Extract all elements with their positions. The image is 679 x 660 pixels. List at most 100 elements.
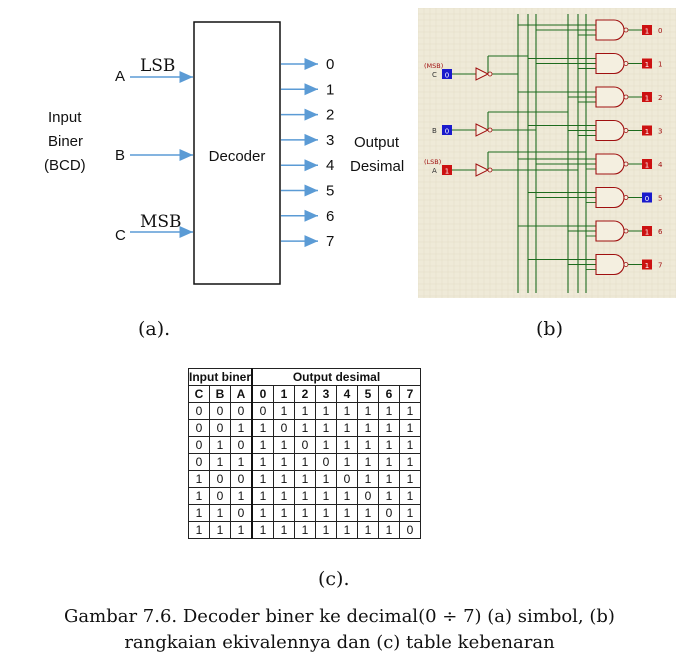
table-cell: 1 (378, 436, 400, 454)
schematic-input-value-0: 0 (445, 72, 449, 80)
table-cell: 0 (273, 419, 295, 437)
table-cell: 1 (336, 453, 358, 471)
input-a-tag: LSB (140, 56, 175, 76)
column-header-5: 5 (357, 385, 379, 403)
input-c-tag: MSB (140, 212, 182, 232)
column-header-6: 6 (378, 385, 400, 403)
table-cell: 1 (230, 419, 253, 437)
table-cell: 0 (230, 402, 253, 420)
output-probe-value-4: 1 (645, 162, 649, 170)
table-cell: 1 (273, 470, 295, 488)
nand-gate-7 (595, 253, 625, 276)
column-header-A: A (230, 385, 253, 403)
schematic-input-name-1: B (432, 127, 437, 135)
output-probe-value-3: 1 (645, 128, 649, 136)
table-cell: 1 (294, 453, 316, 471)
table-cell: 1 (209, 504, 231, 522)
output-label-line1: Output (354, 134, 400, 151)
table-cell: 0 (230, 436, 253, 454)
table-cell: 1 (188, 504, 210, 522)
table-cell: 0 (230, 504, 253, 522)
table-cell: 1 (336, 436, 358, 454)
inverter-1 (475, 123, 490, 137)
table-cell: 0 (378, 504, 400, 522)
output-label-0: 0 (326, 56, 334, 73)
table-cell: 1 (357, 504, 379, 522)
table-cell: 0 (209, 487, 231, 505)
decoder-block-label: Decoder (209, 148, 266, 165)
truth-table-group-header: Input biner Output desimal (188, 368, 421, 386)
figure-caption-line2: rangkaian ekivalennya dan (c) table kebe… (124, 632, 555, 653)
group-header-input: Input biner (188, 368, 253, 386)
schematic-input-switch-1 (442, 125, 452, 135)
output-label-3: 3 (326, 132, 334, 149)
table-cell: 0 (336, 470, 358, 488)
schematic-background (418, 8, 676, 298)
output-probe-label-6: 6 (658, 228, 663, 236)
input-label-line1: Input (48, 109, 82, 126)
table-cell: 1 (378, 419, 400, 437)
table-cell: 1 (251, 453, 274, 471)
output-probe-value-5: 0 (645, 195, 649, 203)
table-cell: 1 (357, 402, 379, 420)
output-probe-7 (642, 259, 652, 270)
table-cell: 1 (294, 487, 316, 505)
table-cell: 1 (399, 419, 421, 437)
decoder-symbol-diagram: Input Biner (BCD) A B C LSB MSB Decoder … (44, 21, 404, 285)
table-cell: 1 (230, 487, 253, 505)
column-header-3: 3 (315, 385, 337, 403)
table-cell: 0 (315, 453, 337, 471)
table-cell: 1 (273, 487, 295, 505)
table-cell: 1 (209, 453, 231, 471)
column-header-C: C (188, 385, 210, 403)
column-header-7: 7 (399, 385, 421, 403)
table-cell: 1 (357, 419, 379, 437)
table-cell: 1 (315, 402, 337, 420)
output-probe-value-2: 1 (645, 95, 649, 103)
table-cell: 1 (188, 487, 210, 505)
table-cell: 1 (209, 436, 231, 454)
output-probe-label-2: 2 (658, 94, 662, 102)
output-probe-2 (642, 92, 652, 102)
column-header-1: 1 (273, 385, 295, 403)
caption-a: (a). (138, 318, 171, 340)
output-probe-label-4: 4 (658, 161, 663, 169)
output-label-5: 5 (326, 183, 334, 200)
output-probe-label-1: 1 (658, 61, 662, 69)
table-cell: 1 (273, 402, 295, 420)
nand-gate-1 (595, 52, 625, 75)
table-cell: 1 (315, 504, 337, 522)
output-probe-4 (642, 159, 652, 169)
table-cell: 1 (188, 470, 210, 488)
nand-gate-0 (595, 19, 625, 41)
schematic-input-name-0: C (432, 71, 437, 79)
table-cell: 1 (315, 470, 337, 488)
nand-gate-5 (595, 186, 625, 209)
schematic-input-switch-2 (442, 165, 452, 175)
table-cell: 0 (209, 419, 231, 437)
table-cell: 1 (336, 487, 358, 505)
schematic-input-value-2: 1 (445, 168, 449, 176)
output-label-line2: Desimal (350, 158, 404, 175)
table-cell: 1 (294, 521, 316, 539)
output-probe-5 (642, 192, 652, 203)
input-c-name: C (115, 227, 126, 244)
table-cell: 1 (294, 402, 316, 420)
table-cell: 0 (357, 487, 379, 505)
table-cell: 1 (378, 521, 400, 539)
output-probe-value-6: 1 (645, 229, 649, 237)
decoder-block (193, 21, 281, 285)
output-probe-value-0: 1 (645, 28, 649, 36)
table-cell: 1 (273, 504, 295, 522)
output-probe-label-3: 3 (658, 128, 662, 136)
schematic-wires (452, 14, 642, 293)
table-cell: 1 (399, 453, 421, 471)
